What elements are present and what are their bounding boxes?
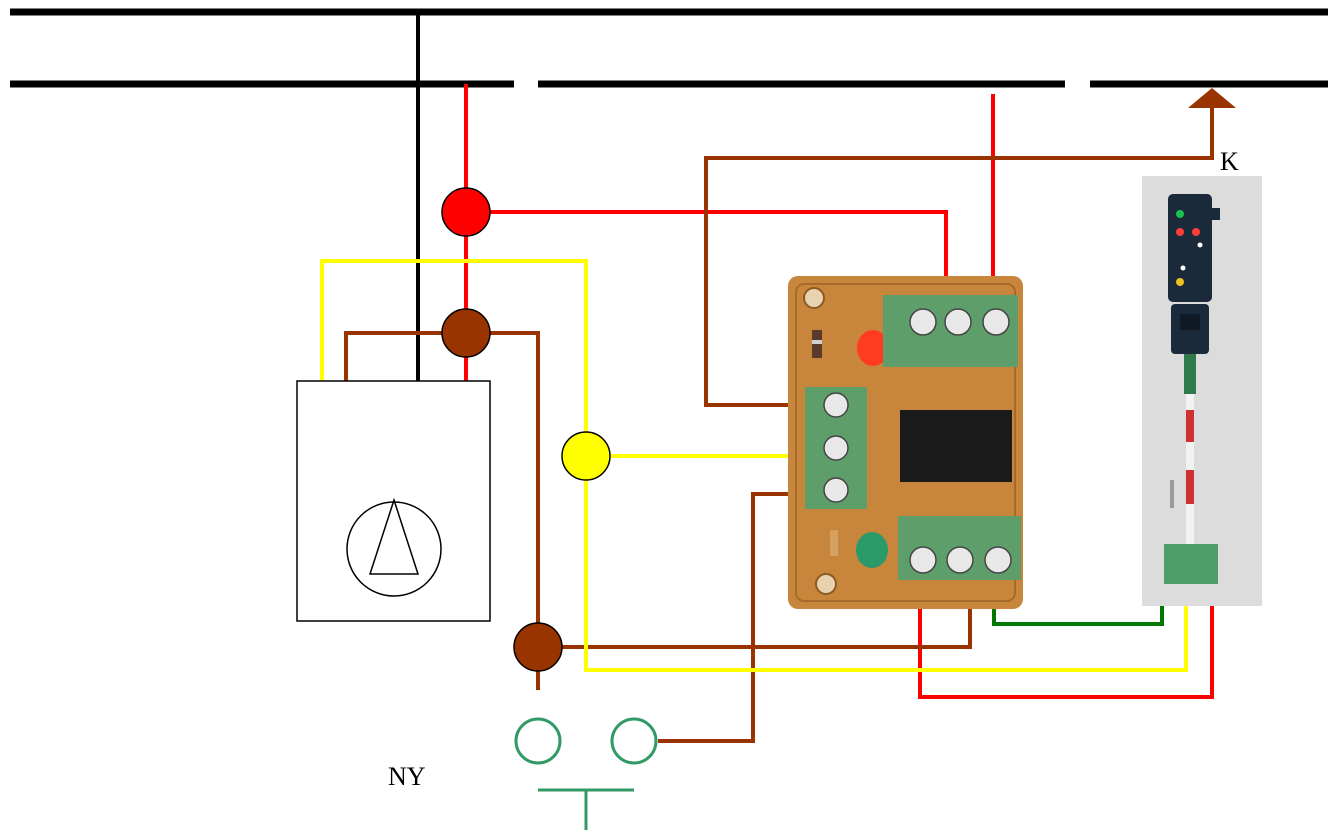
yellow-junction-dot [561, 431, 611, 481]
label-k: K [1220, 147, 1239, 176]
red-junction-dot [441, 187, 491, 237]
brown-triangle-icon [1188, 88, 1236, 108]
light-signal-icon [1142, 176, 1262, 606]
brown-junction-dot-upper [441, 308, 491, 358]
transformer-icon [296, 380, 491, 622]
brown-junction-dot-lower [513, 622, 563, 672]
label-ny: NY [388, 762, 426, 791]
relay-board-icon [788, 276, 1023, 609]
push-button-icon [514, 717, 658, 830]
